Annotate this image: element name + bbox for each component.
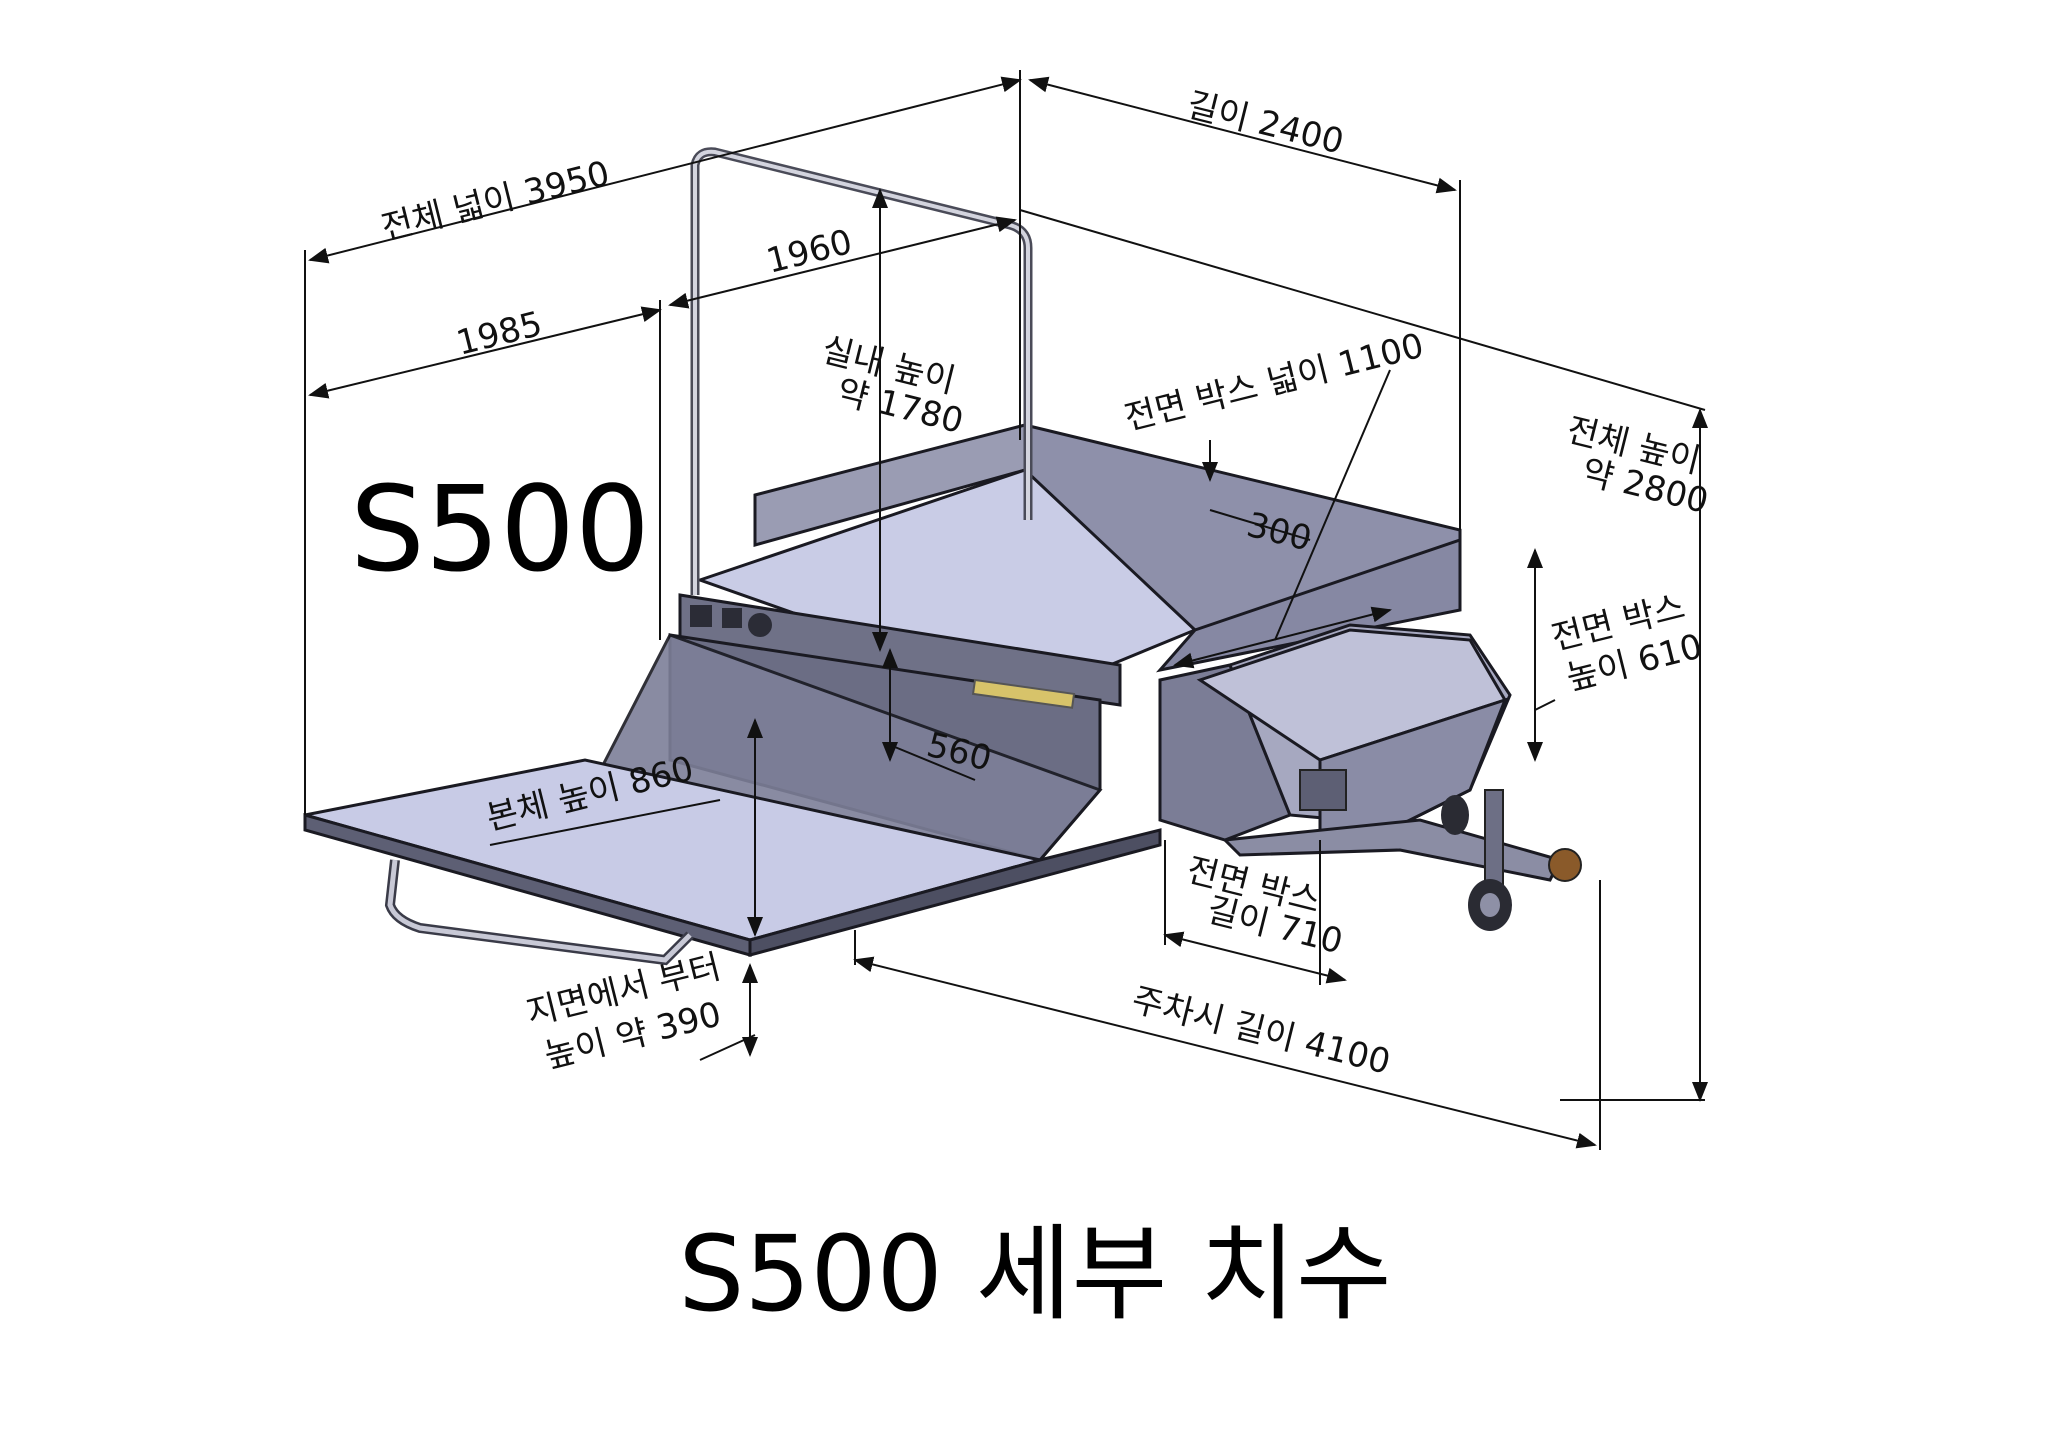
panel-gauge bbox=[748, 613, 772, 637]
label-front-box-width: 전면 박스 넓이 1100 bbox=[1121, 326, 1428, 439]
dimension-lines bbox=[304, 70, 1708, 1150]
light-strip bbox=[971, 678, 1076, 709]
control-panel bbox=[678, 593, 1122, 707]
panel-switch bbox=[690, 605, 712, 627]
label-parked-length: 주차시 길이 4100 bbox=[1128, 980, 1394, 1083]
label-width-1985: 1985 bbox=[453, 304, 547, 364]
lower-deck-edge-right bbox=[748, 828, 1162, 957]
model-name: S500 bbox=[350, 460, 650, 598]
label-overall-width: 전체 넓이 3950 bbox=[378, 153, 614, 248]
side-wheel bbox=[1441, 795, 1469, 835]
page-title: S500 세부 치수 bbox=[678, 1213, 1391, 1335]
front-box-front bbox=[1318, 697, 1508, 837]
coupling-head bbox=[1548, 848, 1582, 882]
panel-socket bbox=[722, 608, 742, 628]
drawbar bbox=[1221, 818, 1563, 882]
label-width-1960: 1960 bbox=[763, 222, 857, 282]
front-box-hatch bbox=[1299, 769, 1347, 811]
jockey-wheel-post bbox=[1484, 789, 1504, 891]
label-length: 길이 2400 bbox=[1183, 85, 1348, 162]
